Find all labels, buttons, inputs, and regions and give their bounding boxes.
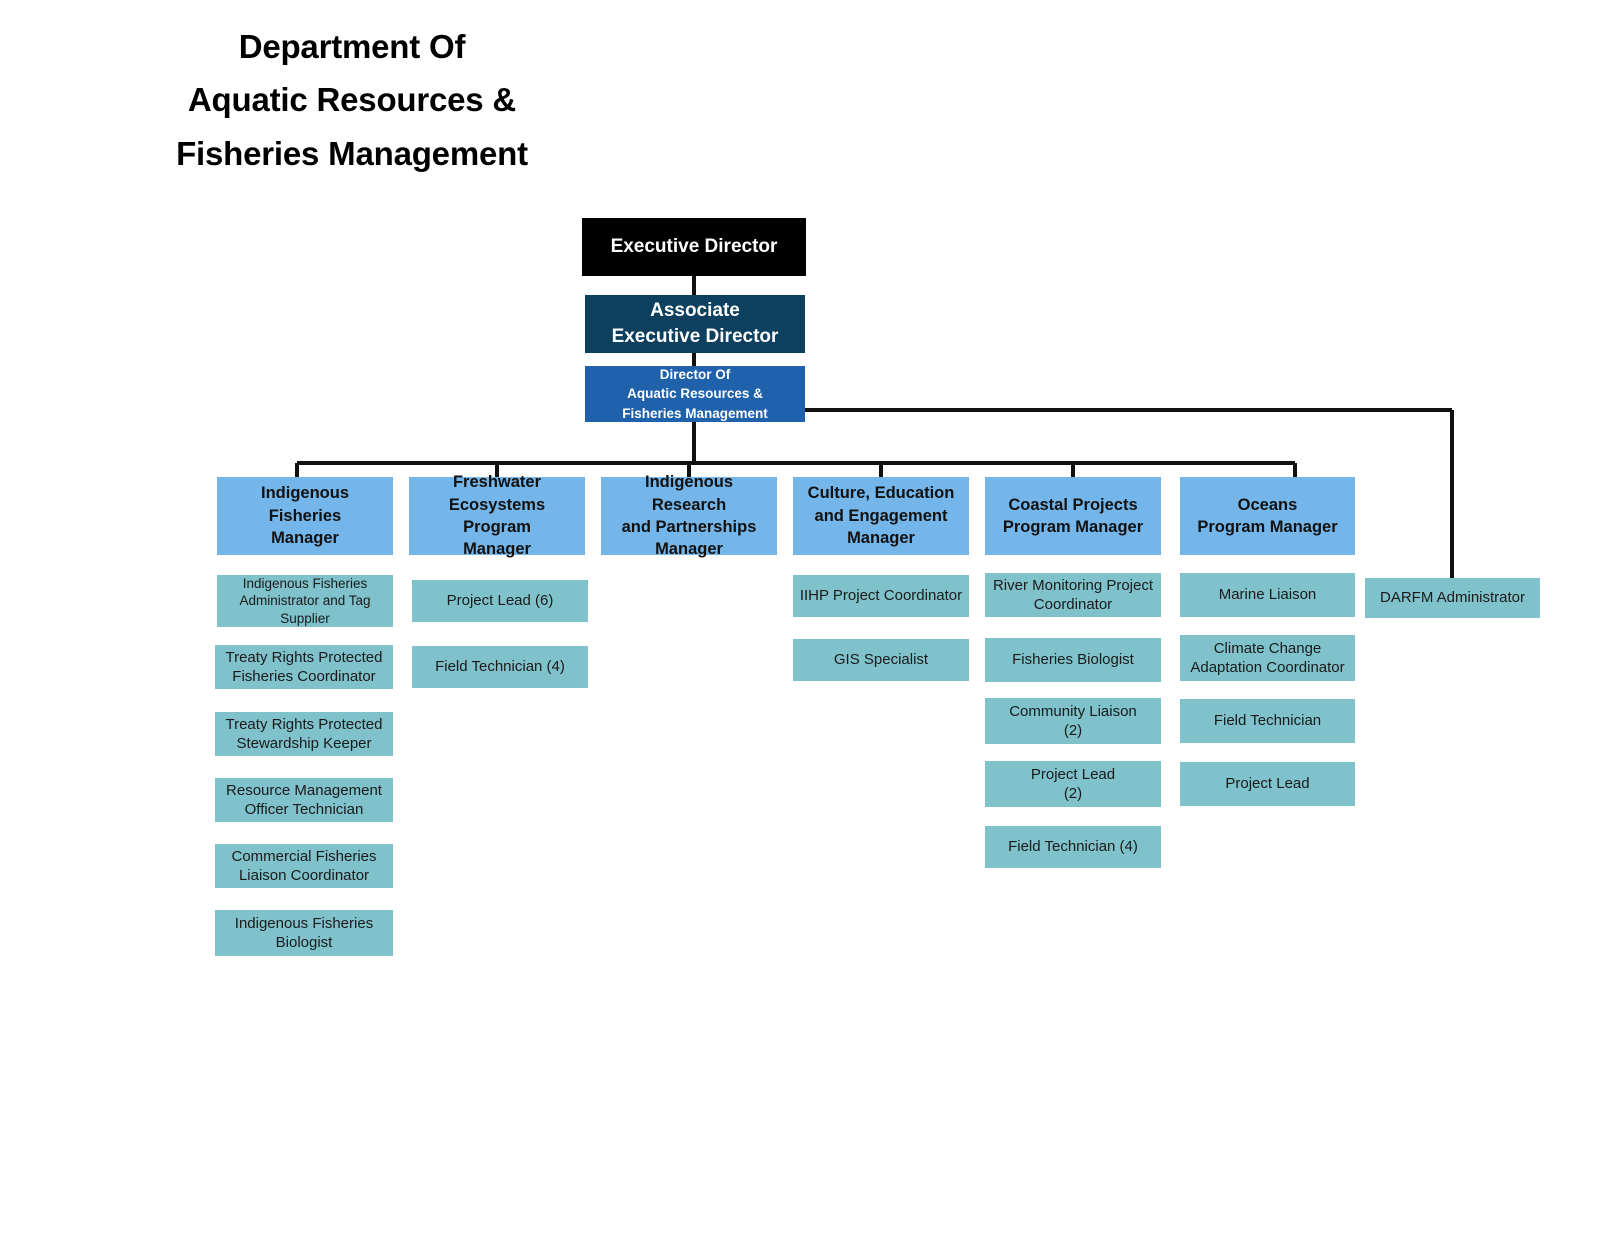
node-staff-gis-specialist[interactable]: GIS Specialist: [793, 639, 969, 681]
node-staff-river-monitoring-project-coordinator[interactable]: River Monitoring Project Coordinator: [985, 573, 1161, 617]
node-staff-project-lead-oceans[interactable]: Project Lead: [1180, 762, 1355, 806]
node-staff-field-technician-oceans[interactable]: Field Technician: [1180, 699, 1355, 743]
page-title: Department Of Aquatic Resources & Fisher…: [176, 28, 528, 172]
node-executive-director[interactable]: Executive Director: [582, 218, 806, 276]
node-manager-coastal-projects[interactable]: Coastal Projects Program Manager: [985, 477, 1161, 555]
node-staff-marine-liaison[interactable]: Marine Liaison: [1180, 573, 1355, 617]
node-staff-community-liaison[interactable]: Community Liaison (2): [985, 698, 1161, 744]
node-staff-project-lead-freshwater[interactable]: Project Lead (6): [412, 580, 588, 622]
node-staff-field-technician-coastal[interactable]: Field Technician (4): [985, 826, 1161, 868]
node-manager-indigenous-fisheries[interactable]: Indigenous Fisheries Manager: [217, 477, 393, 555]
node-staff-fisheries-biologist-coastal[interactable]: Fisheries Biologist: [985, 638, 1161, 682]
node-staff-treaty-rights-fisheries-coordinator[interactable]: Treaty Rights Protected Fisheries Coordi…: [215, 645, 393, 689]
node-staff-climate-change-adaptation-coordinator[interactable]: Climate Change Adaptation Coordinator: [1180, 635, 1355, 681]
node-staff-treaty-rights-stewardship-keeper[interactable]: Treaty Rights Protected Stewardship Keep…: [215, 712, 393, 756]
node-darfm-administrator[interactable]: DARFM Administrator: [1365, 578, 1540, 618]
node-staff-iihp-project-coordinator[interactable]: IIHP Project Coordinator: [793, 575, 969, 617]
node-associate-executive-director[interactable]: Associate Executive Director: [585, 295, 805, 353]
node-staff-resource-management-officer-technician[interactable]: Resource Management Officer Technician: [215, 778, 393, 822]
node-manager-freshwater-ecosystems[interactable]: Freshwater Ecosystems Program Manager: [409, 473, 585, 558]
node-staff-indigenous-fisheries-administrator[interactable]: Indigenous Fisheries Administrator and T…: [217, 575, 393, 627]
node-manager-culture-education-engagement[interactable]: Culture, Education and Engagement Manage…: [793, 477, 969, 555]
node-director-aquatic-resources[interactable]: Director Of Aquatic Resources & Fisherie…: [585, 366, 805, 422]
node-staff-commercial-fisheries-liaison-coordinator[interactable]: Commercial Fisheries Liaison Coordinator: [215, 844, 393, 888]
node-manager-oceans[interactable]: Oceans Program Manager: [1180, 477, 1355, 555]
node-staff-indigenous-fisheries-biologist[interactable]: Indigenous Fisheries Biologist: [215, 910, 393, 956]
node-staff-field-technician-freshwater[interactable]: Field Technician (4): [412, 646, 588, 688]
node-manager-indigenous-research-partnerships[interactable]: Indigenous Research and Partnerships Man…: [601, 473, 777, 558]
node-staff-project-lead-coastal[interactable]: Project Lead (2): [985, 761, 1161, 807]
